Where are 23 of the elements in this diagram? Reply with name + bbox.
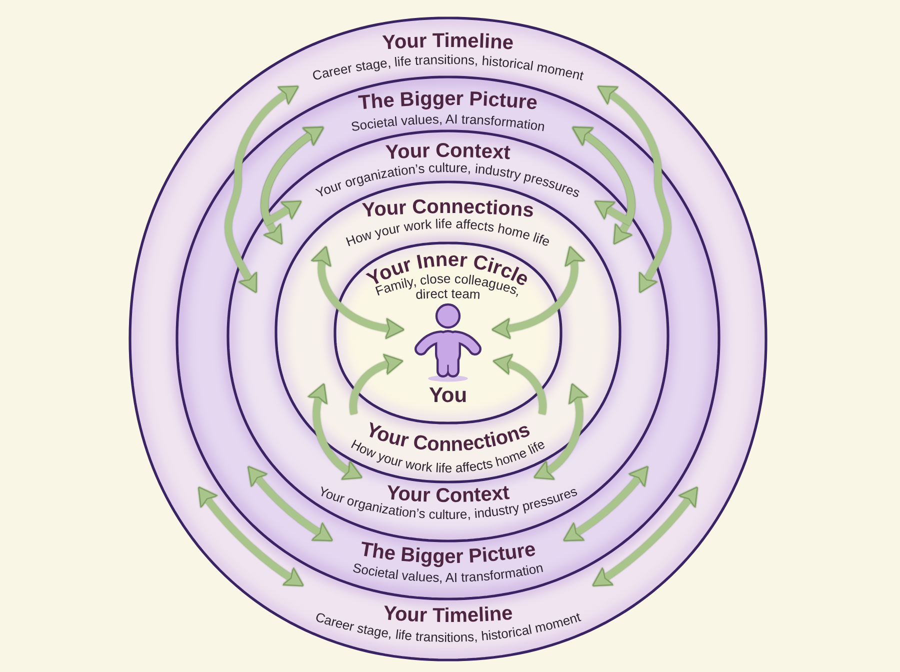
double-arrow bbox=[308, 382, 362, 479]
double-arrow bbox=[597, 85, 672, 294]
person-label: You bbox=[428, 384, 468, 408]
layer-label: Your Connections How your work life affects home life bbox=[348, 418, 548, 476]
double-arrow bbox=[247, 466, 333, 542]
layer-heading: Your Timeline bbox=[382, 30, 514, 54]
ring bbox=[127, 15, 769, 663]
layer-label: Your Timeline Career stage, life transitions, historical moment bbox=[314, 602, 582, 645]
double-arrow bbox=[491, 246, 585, 339]
layer-heading: The Bigger Picture bbox=[358, 88, 538, 114]
double-arrow bbox=[261, 126, 324, 224]
double-arrow bbox=[224, 85, 299, 294]
arrow bbox=[350, 354, 404, 414]
double-arrow bbox=[572, 126, 635, 224]
double-arrow bbox=[311, 246, 405, 339]
double-arrow bbox=[563, 466, 649, 542]
layer-description: Career stage, life transitions, historical moment bbox=[310, 52, 586, 84]
double-arrow bbox=[534, 382, 588, 479]
layer-label: The Bigger Picture Societal values, AI transformation bbox=[352, 538, 544, 586]
layer-description: Societal values, AI transformation bbox=[350, 112, 546, 134]
double-arrow bbox=[198, 486, 304, 587]
arrow bbox=[492, 354, 546, 414]
double-arrow bbox=[592, 486, 698, 587]
